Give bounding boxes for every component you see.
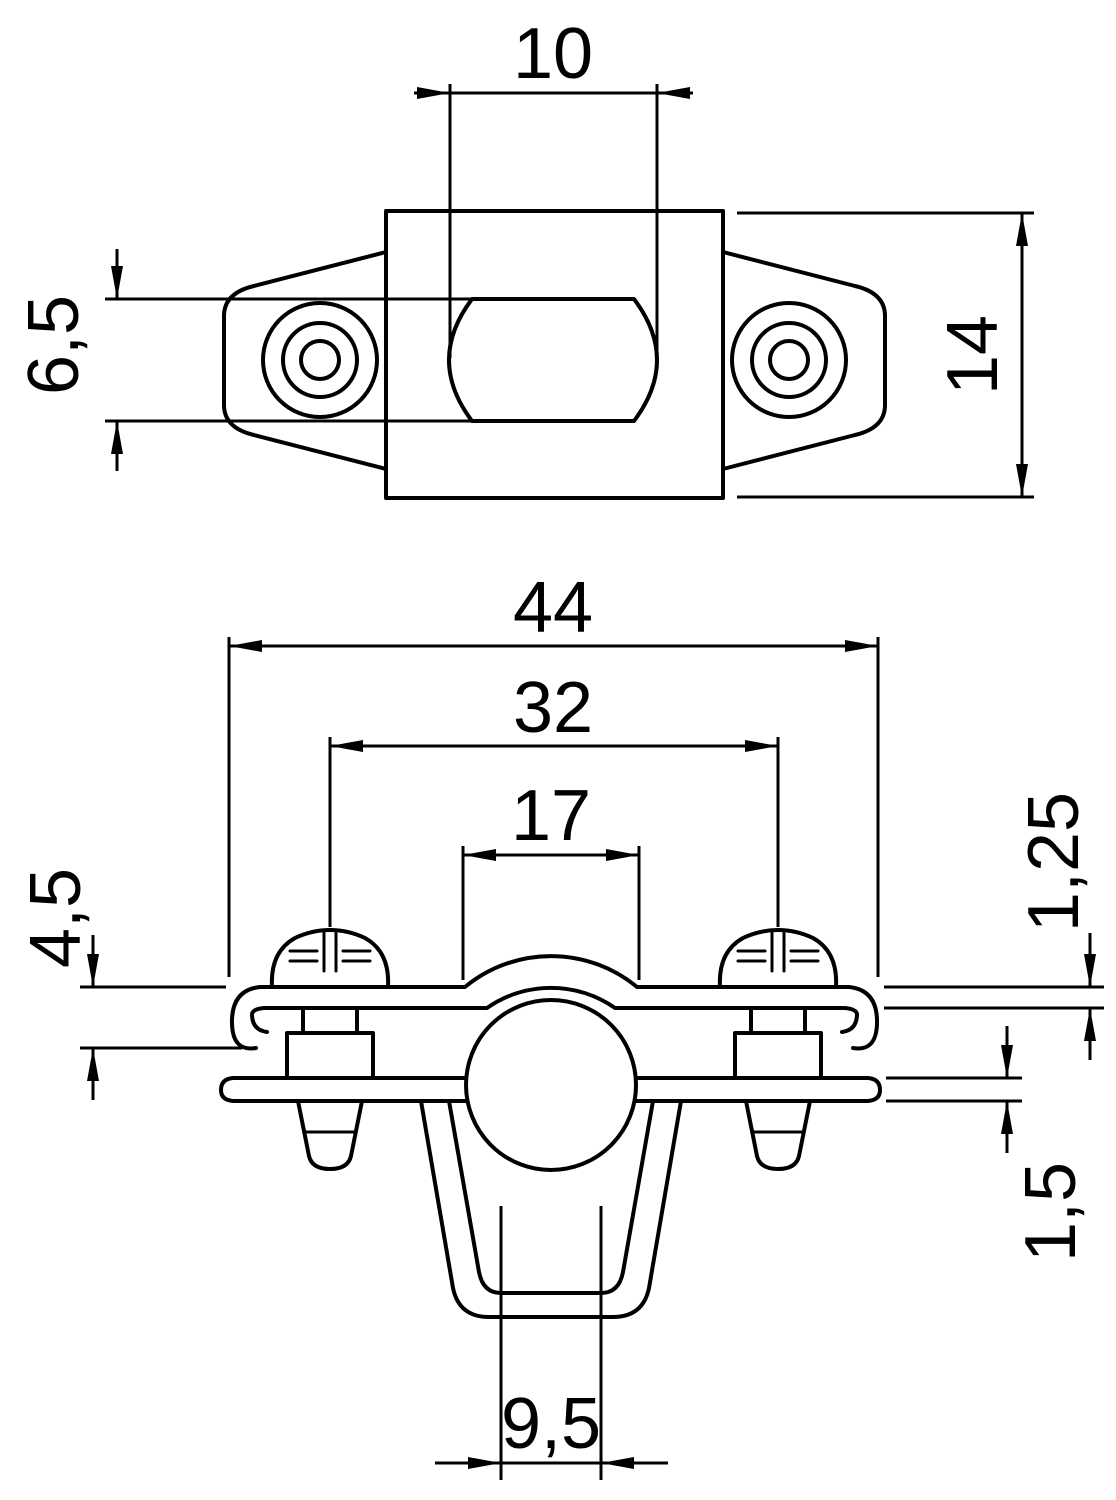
dim-label-loop-opening: 9,5 [501,1384,601,1464]
left-screw-mid-circle [281,321,359,399]
left-stud-tip [296,1099,364,1171]
top-view-part [222,209,887,500]
dimension-upper-thickness: 1,25 [884,792,1104,1060]
left-screw-head [269,928,391,989]
dim-label-slot-width: 10 [513,14,593,94]
dim-label-upper-thickness: 1,25 [1014,792,1094,932]
dim-label-overall-width: 44 [513,568,593,648]
right-stud-tip [744,1099,812,1171]
dimension-screw-spacing: 32 [328,668,780,927]
dimension-slot-height: 6,5 [14,249,476,471]
cable-circle [464,998,638,1172]
arrowhead [330,740,363,752]
dimension-end-offset: 4,5 [16,868,242,1100]
hanger-loop-inner [447,1099,655,1295]
arrowhead [1016,213,1028,246]
dim-label-slot-height: 6,5 [14,295,94,395]
arrowhead [606,849,639,861]
arrowhead [845,640,878,652]
right-screw-inner-circle [768,339,810,381]
arrowhead [1016,464,1028,497]
dimension-saddle-width: 17 [461,776,641,980]
right-washer [749,1006,807,1035]
front-view-part [219,928,882,1319]
arrowhead [657,87,690,99]
center-slot-outline [447,297,659,423]
arrowhead [87,1048,99,1081]
right-screw-head [717,928,839,989]
right-nut [733,1031,823,1080]
arrowhead [1084,954,1096,987]
right-screw-phillips-slot [736,931,820,973]
right-wing-outline [721,250,887,471]
right-screw-mid-circle [750,321,828,399]
arrowhead [601,1457,634,1469]
arrowhead [468,1457,501,1469]
arrowhead [111,421,123,454]
left-nut [285,1031,375,1080]
arrowhead [1001,1101,1013,1134]
arrowhead [1001,1045,1013,1078]
arrowhead [1084,1008,1096,1041]
front-view: 44 32 17 4,5 [16,568,1104,1480]
upper-sheet-outer-contour [229,954,880,1051]
top-view: 10 6,5 14 [14,14,1034,500]
left-screw-outer-circle [261,301,379,419]
dim-label-screw-spacing: 32 [513,668,593,748]
arrowhead [463,849,496,861]
left-screw-inner-circle [299,339,341,381]
clip-body-outline [384,209,725,500]
left-screw-phillips-slot [288,931,372,973]
arrowhead [111,266,123,299]
arrowhead [417,87,450,99]
dimension-slot-width: 10 [414,14,693,358]
dimension-lower-thickness: 1,5 [886,1026,1091,1262]
arrowhead [745,740,778,752]
left-washer [301,1006,359,1035]
dimension-overall-width: 44 [227,568,880,977]
dimension-body-height: 14 [737,211,1034,499]
dim-label-end-offset: 4,5 [16,868,96,968]
dim-label-body-height: 14 [933,315,1013,395]
dim-label-lower-thickness: 1,5 [1011,1162,1091,1262]
arrowhead [229,640,262,652]
upper-sheet-inner-contour [250,985,859,1034]
hanger-loop-outer [419,1099,683,1319]
dimension-loop-opening: 9,5 [435,1206,668,1480]
dim-label-saddle-width: 17 [511,776,591,856]
left-wing-outline [222,250,388,471]
right-screw-outer-circle [730,301,848,419]
